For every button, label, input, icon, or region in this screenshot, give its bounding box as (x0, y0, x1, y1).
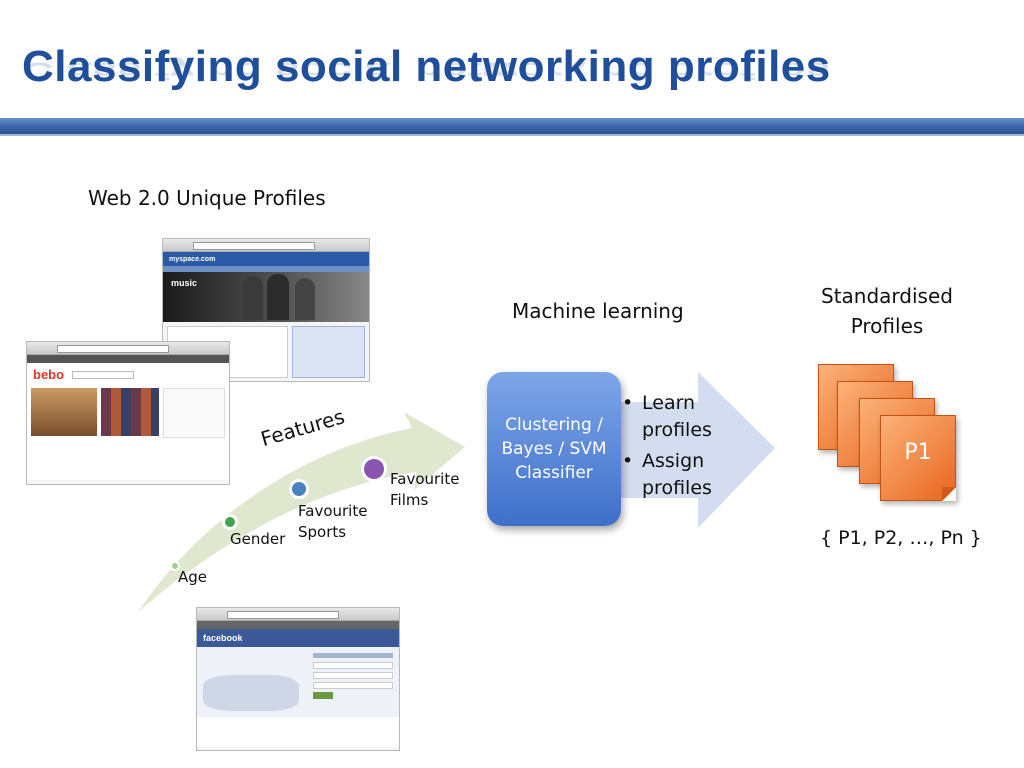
bullet-assign: •Assign profiles (622, 450, 712, 499)
feature-dot-gender (222, 514, 238, 530)
feature-dot-age (170, 561, 180, 571)
machine-learning-label: Machine learning (512, 299, 684, 323)
bullet-learn: •Learn profiles (622, 392, 712, 441)
myspace-banner-text: music (171, 278, 198, 288)
classifier-label: Clustering / Bayes / SVM Classifier (501, 415, 607, 483)
bebo-logo: bebo (33, 367, 65, 382)
myspace-screenshot: myspace.com music (162, 238, 370, 382)
facebook-logo: facebook (203, 633, 243, 643)
feature-age-label: Age (178, 568, 208, 586)
profile-page-1: P1 (880, 415, 956, 501)
title-divider-bar (0, 118, 1024, 136)
slide-title: Classifying social networking profiles (22, 42, 831, 91)
feature-dot-films (361, 456, 387, 482)
profiles-label: Web 2.0 Unique Profiles (88, 186, 326, 210)
standardised-label: Standardised Profiles (821, 284, 953, 338)
facebook-screenshot: facebook (196, 607, 400, 751)
classifier-box: Clustering / Bayes / SVM Classifier (487, 372, 621, 526)
feature-films-label: Favourite Films (390, 470, 460, 509)
set-notation: { P1, P2, …, Pn } (820, 527, 982, 549)
ml-bullets: •Learn profiles •Assign profiles (622, 390, 732, 506)
feature-sports-label: Favourite Sports (298, 502, 368, 541)
myspace-logo: myspace.com (169, 255, 216, 263)
feature-gender-label: Gender (230, 530, 286, 548)
bebo-screenshot: bebo (26, 341, 230, 485)
page-label: P1 (904, 439, 932, 465)
feature-dot-sports (289, 479, 309, 499)
